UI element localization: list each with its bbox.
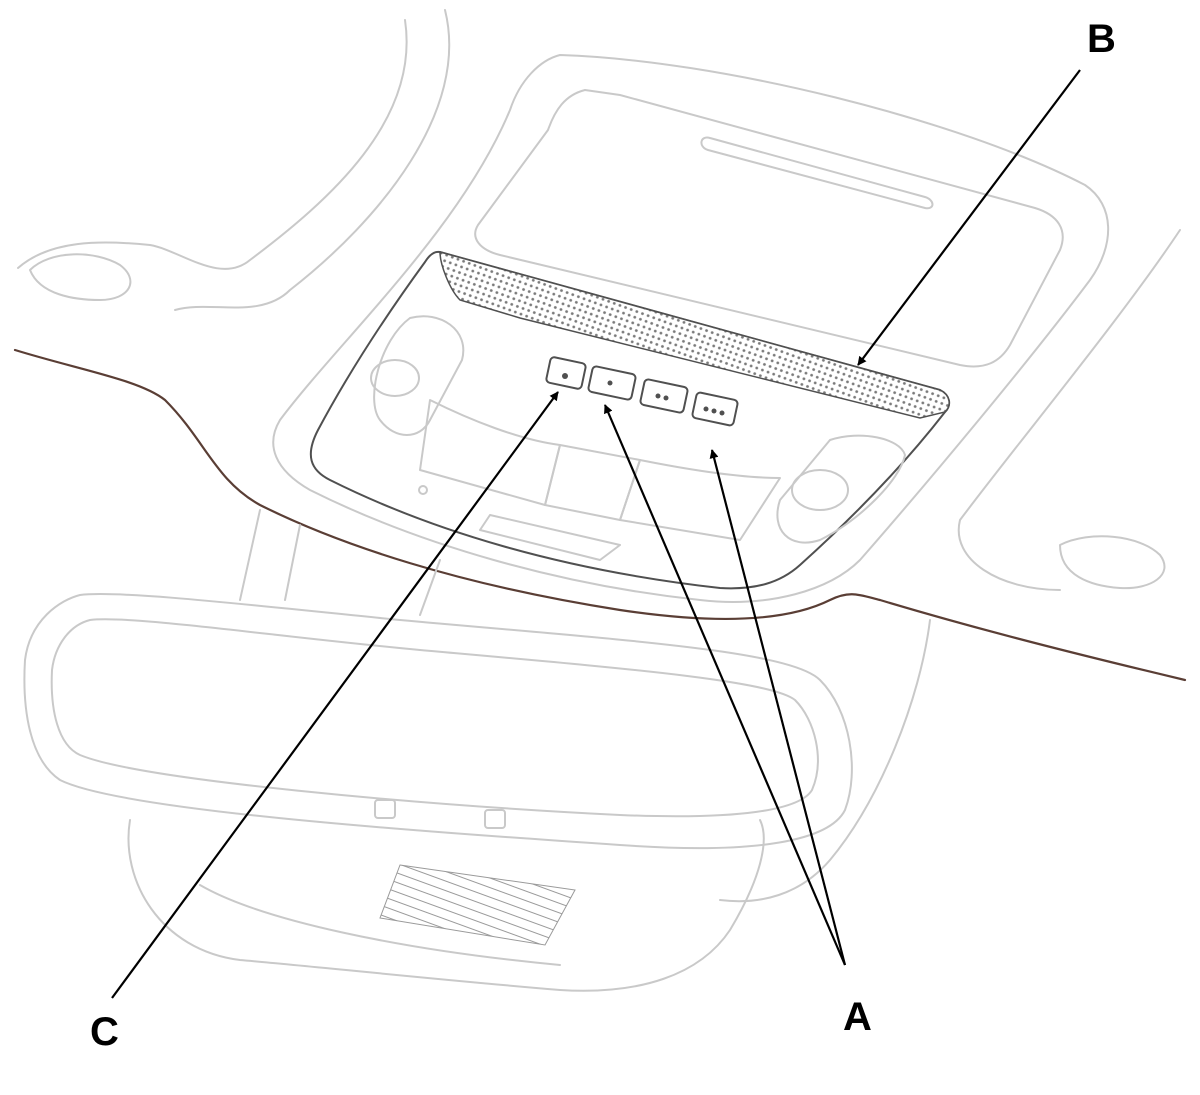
console-bezel	[309, 250, 951, 590]
switch-a-2-dot-icon	[663, 395, 669, 401]
callout-c: C	[90, 1010, 119, 1054]
upper-recess-slot	[700, 136, 934, 210]
headliner-edge	[13, 348, 1187, 682]
callout-a: A	[843, 995, 872, 1039]
background-structure	[17, 9, 1181, 591]
rear-view-mirror	[23, 509, 931, 992]
leader-lines	[111, 69, 1081, 999]
switch-a-3-dot-icon	[703, 406, 709, 412]
switch-a-1-dot-icon	[607, 380, 613, 386]
switch-c-indicator-icon	[562, 373, 568, 379]
upper-recess	[474, 89, 1064, 368]
mirror-vent	[379, 864, 576, 946]
switch-a-2[interactable]	[639, 378, 689, 414]
callout-b: B	[1087, 17, 1116, 61]
leader-a-2	[709, 449, 847, 966]
switch-c[interactable]	[545, 356, 587, 390]
leader-b	[857, 69, 1081, 366]
speaker-grille	[439, 251, 950, 419]
switch-a-2-dot-icon	[655, 393, 661, 399]
leader-a-1	[603, 404, 847, 966]
switch-row	[545, 356, 739, 427]
leader-c	[111, 391, 559, 999]
switch-a-3[interactable]	[691, 391, 739, 427]
switch-a-3-dot-icon	[711, 408, 717, 414]
switch-a-3-dot-icon	[719, 410, 725, 416]
switch-a-1[interactable]	[587, 365, 637, 401]
